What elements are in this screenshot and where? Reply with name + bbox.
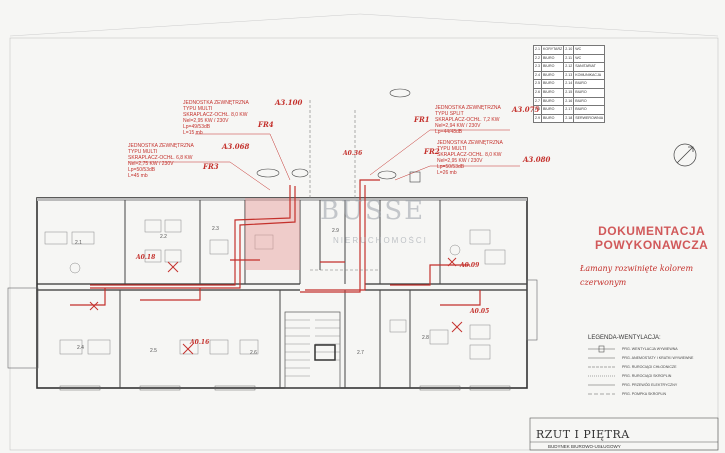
legend-item: PRG. ANEMOSTATY I KRATKI WYWIEWNE — [622, 356, 694, 360]
ac-code: A0.09 — [460, 262, 480, 269]
ac-code: A0.18 — [136, 254, 156, 261]
room-label: 2.2 — [160, 234, 167, 240]
room-label: 2.1 — [75, 240, 82, 246]
unit-id-fr4: FR4 — [258, 120, 274, 129]
unit-code-fr3: A3.068 — [222, 142, 250, 151]
room-number: 2.3 — [533, 62, 542, 72]
legend-item: PRG. RUROCIĄGI CHŁODNICZE — [622, 365, 677, 369]
room-name: BIURO — [540, 105, 565, 115]
unit-id-fr3: FR3 — [203, 162, 219, 171]
handwritten-note: Łamany rozwinięte kolorem czerwonym — [580, 264, 694, 287]
room-name: SERWEROWNIA — [573, 113, 606, 124]
ac-code: A0.36 — [343, 150, 363, 157]
legend-item: PRG. WENTYLACJA WYWIEWNA — [622, 347, 678, 351]
room-number: 2.14 — [563, 79, 575, 89]
legend-item: PRG. POMPKA SKROPLIN — [622, 392, 667, 396]
room-name: BIURO — [540, 96, 565, 107]
unit-code-fr4: A3.100 — [275, 98, 303, 107]
as-built-stamp: DOKUMENTACJA POWYKONAWCZA — [595, 224, 709, 252]
room-label: 2.7 — [357, 350, 364, 356]
room-number: 2.16 — [563, 96, 575, 107]
room-name: BIURO — [573, 87, 606, 98]
room-name: BIURO — [573, 96, 606, 107]
room-name: WC — [573, 53, 606, 64]
ac-code: A0.05 — [470, 308, 490, 315]
watermark-subtitle: NIERUCHOMOŚCI — [333, 236, 428, 245]
legend-title: LEGENDA-WENTYLACJA: — [588, 335, 661, 341]
room-number: 2.9 — [533, 113, 542, 124]
room-name: BIURO — [540, 70, 565, 81]
room-number: 2.2 — [533, 53, 542, 64]
unit-code-fr1: A3.075 — [512, 105, 540, 114]
room-number: 2.4 — [533, 70, 542, 81]
room-label: 2.4 — [77, 345, 84, 351]
drawing-title: RZUT I PIĘTRA — [536, 428, 630, 441]
drawing-subtitle: BUDYNEK BIUROWO-USŁUGOWY — [548, 444, 621, 449]
watermark-brand: BUSSE — [320, 196, 426, 226]
room-name: KOMUNIKACJA — [573, 70, 606, 81]
room-number: 2.1 — [533, 45, 542, 55]
room-label: 2.5 — [150, 348, 157, 354]
unit-id-fr1: FR1 — [414, 115, 430, 124]
room-label: 2.8 — [422, 335, 429, 341]
room-number: 2.5 — [533, 79, 542, 89]
room-name: BIURO — [573, 79, 606, 89]
legend-item: PRG. RUROCIĄGI SKROPLIN — [622, 374, 672, 378]
unit-id-fr2: FR2 — [424, 147, 440, 156]
ac-code: A0.16 — [190, 339, 210, 346]
room-number: 2.17 — [563, 105, 575, 115]
room-name: BIURO — [540, 79, 565, 89]
room-number: 2.18 — [563, 113, 575, 124]
room-number: 2.11 — [563, 53, 575, 64]
room-name: KORYTARZ — [540, 45, 565, 55]
legend-item: PRG. PRZEWÓD ELEKTRYCZNY — [622, 383, 678, 387]
unit-code-fr2: A3.080 — [523, 155, 551, 164]
room-number: 2.13 — [563, 70, 575, 81]
room-name: BIURO — [540, 62, 565, 72]
room-number: 2.15 — [563, 87, 575, 98]
room-name: BIURO — [540, 113, 565, 124]
room-name: BIURO — [540, 53, 565, 64]
room-number: 2.12 — [563, 62, 575, 72]
room-name: WC — [573, 45, 606, 55]
room-label: 2.3 — [212, 226, 219, 232]
room-label: 2.6 — [250, 350, 257, 356]
room-label: 2.9 — [332, 228, 339, 234]
room-name: BIURO — [540, 87, 565, 98]
room-name: SANITARIAT — [573, 62, 606, 72]
room-number: 2.6 — [533, 87, 542, 98]
room-name: BIURO — [573, 105, 606, 115]
room-number: 2.10 — [563, 45, 575, 55]
